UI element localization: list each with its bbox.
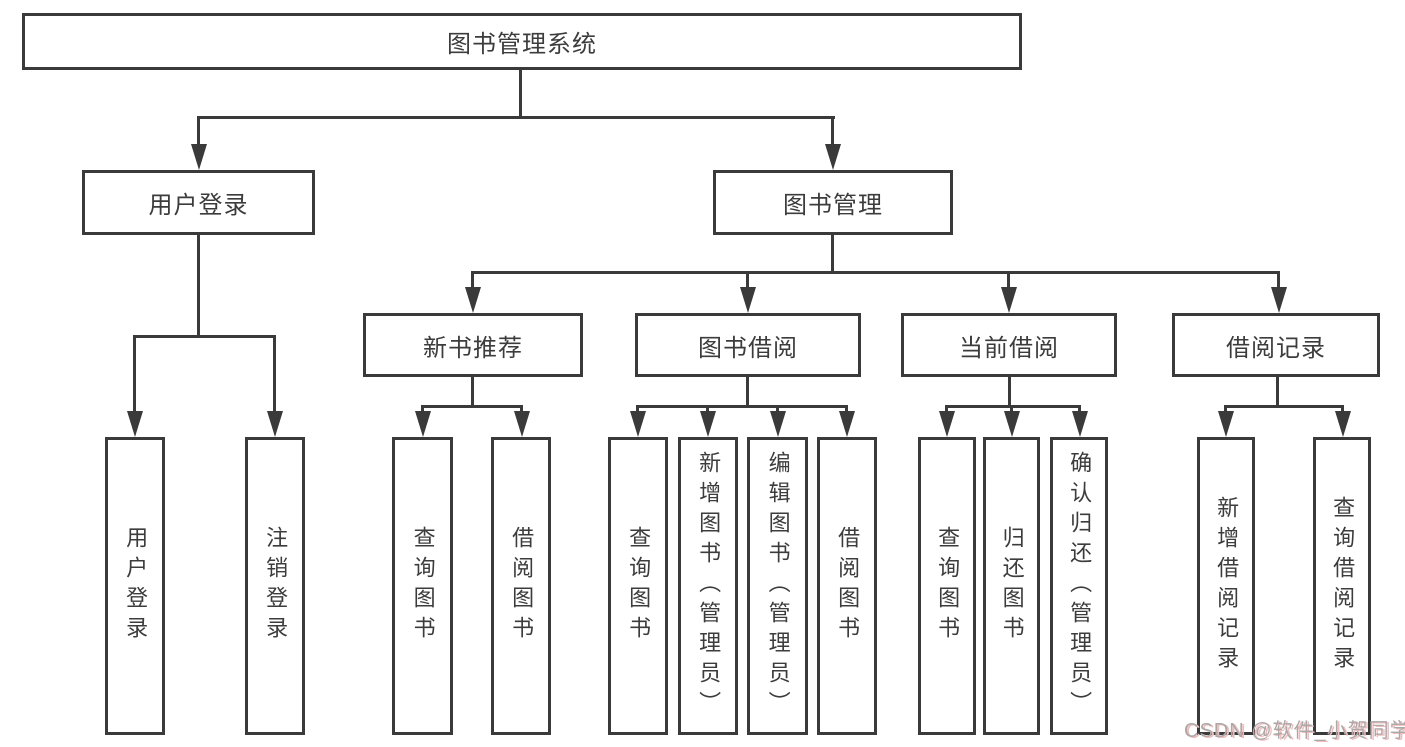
connector-root-vline [519,69,522,118]
connector-bookborrow-vline [746,377,749,408]
connector-root-userlogin-shaft [197,116,200,146]
node-book-management: 图书管理 [713,170,953,235]
arrowhead-down-icon [630,411,646,437]
connector-newbook-vline [471,377,474,408]
connector-borrowrecords-leaf2-shaft [1341,405,1344,415]
connector-bookmgmt-vline [831,235,834,274]
leaf-bookborrow-edit-books-admin-label: 编辑图书（管理员） [765,451,791,721]
connector-borrowrecords-leaf1-shaft [1224,405,1227,415]
leaf-bookborrow-query-books-label: 查询图书 [626,526,652,646]
arrowhead-down-icon [514,411,530,437]
leaf-user-login: 用户登录 [105,437,165,735]
leaf-bookborrow-borrow-books-label: 借阅图书 [835,526,861,646]
connector-userlogin-leaf2-shaft [273,335,276,413]
arrowhead-down-icon [127,411,143,437]
arrowhead-down-icon [740,287,756,313]
leaf-bookborrow-query-books: 查询图书 [608,437,668,735]
arrowhead-down-icon [191,144,207,170]
node-book-borrow-label: 图书借阅 [698,334,798,362]
node-borrow-records: 借阅记录 [1172,313,1380,377]
leaf-currentborrow-confirm-return-admin-label: 确认归还（管理员） [1067,451,1093,721]
node-library-system: 图书管理系统 [22,13,1022,70]
connector-currentborrow-bus [945,405,1081,408]
node-new-book-recommend-label: 新书推荐 [423,334,523,362]
arrowhead-down-icon [839,411,855,437]
arrowhead-down-icon [1072,411,1088,437]
leaf-records-add-borrow-record: 新增借阅记录 [1197,437,1255,735]
arrowhead-down-icon [700,411,716,437]
connector-bookmgmt-bus [471,271,1279,274]
connector-borrowrecords-bus [1224,405,1344,408]
connector-newbook-leaf2-shaft [520,405,523,415]
connector-bookborrow-bus [636,405,848,408]
leaf-records-query-borrow-record-label: 查询借阅记录 [1330,496,1356,676]
leaf-logout-label: 注销登录 [263,526,289,646]
connector-bookborrow-shaft [746,271,749,289]
connector-borrowrecords-shaft [1277,271,1280,289]
connector-currentborrow-leaf2-shaft [1010,405,1013,415]
leaf-logout: 注销登录 [245,437,305,735]
node-user-login: 用户登录 [82,170,315,235]
node-book-borrow: 图书借阅 [635,313,861,377]
arrowhead-down-icon [1271,287,1287,313]
connector-bookborrow-leaf4-shaft [845,405,848,415]
connector-currentborrow-leaf1-shaft [945,405,948,415]
connector-userlogin-leaf1-shaft [133,335,136,413]
arrowhead-down-icon [825,144,841,170]
arrowhead-down-icon [1001,287,1017,313]
node-new-book-recommend: 新书推荐 [363,313,583,377]
leaf-bookborrow-add-books-admin: 新增图书（管理员） [678,437,738,735]
arrowhead-down-icon [1335,411,1351,437]
leaf-newbook-query-books-label: 查询图书 [410,526,436,646]
arrowhead-down-icon [267,411,283,437]
connector-userlogin-vline [197,235,200,338]
connector-root-bus [197,116,835,119]
node-borrow-records-label: 借阅记录 [1226,334,1326,362]
connector-borrowrecords-vline [1276,377,1279,408]
leaf-currentborrow-query-books-label: 查询图书 [935,526,961,646]
leaf-currentborrow-query-books: 查询图书 [918,437,976,735]
connector-newbook-leaf1-shaft [421,405,424,415]
leaf-records-add-borrow-record-label: 新增借阅记录 [1214,496,1240,676]
leaf-currentborrow-return-books-label: 归还图书 [999,526,1025,646]
arrowhead-down-icon [1004,411,1020,437]
leaf-user-login-label: 用户登录 [123,526,149,646]
arrowhead-down-icon [939,411,955,437]
leaf-newbook-query-books: 查询图书 [392,437,453,735]
connector-root-bookmgmt-shaft [831,116,834,146]
connector-bookborrow-leaf1-shaft [636,405,639,415]
node-current-borrow-label: 当前借阅 [959,334,1059,362]
leaf-bookborrow-edit-books-admin: 编辑图书（管理员） [747,437,808,735]
connector-currentborrow-leaf3-shaft [1078,405,1081,415]
leaf-currentborrow-return-books: 归还图书 [983,437,1040,735]
node-book-management-label: 图书管理 [783,192,883,219]
node-user-login-label: 用户登录 [148,192,249,219]
leaf-newbook-borrow-books: 借阅图书 [491,437,551,735]
node-current-borrow: 当前借阅 [901,313,1117,377]
csdn-watermark: CSDN @软件_小贺同学 [1184,720,1405,742]
connector-newbook-bus [421,405,523,408]
node-library-system-label: 图书管理系统 [447,31,597,58]
arrowhead-down-icon [770,411,786,437]
leaf-currentborrow-confirm-return-admin: 确认归还（管理员） [1050,437,1108,735]
arrowhead-down-icon [415,411,431,437]
leaf-newbook-borrow-books-label: 借阅图书 [509,526,535,646]
arrowhead-down-icon [465,287,481,313]
connector-bookborrow-leaf3-shaft [776,405,779,415]
connector-currentborrow-shaft [1007,271,1010,289]
connector-currentborrow-vline [1008,377,1011,408]
connector-bookborrow-leaf2-shaft [706,405,709,415]
leaf-bookborrow-borrow-books: 借阅图书 [817,437,877,735]
leaf-records-query-borrow-record: 查询借阅记录 [1313,437,1371,735]
connector-newbook-shaft [471,271,474,289]
arrowhead-down-icon [1218,411,1234,437]
leaf-bookborrow-add-books-admin-label: 新增图书（管理员） [696,451,722,721]
connector-userlogin-bus [133,335,276,338]
